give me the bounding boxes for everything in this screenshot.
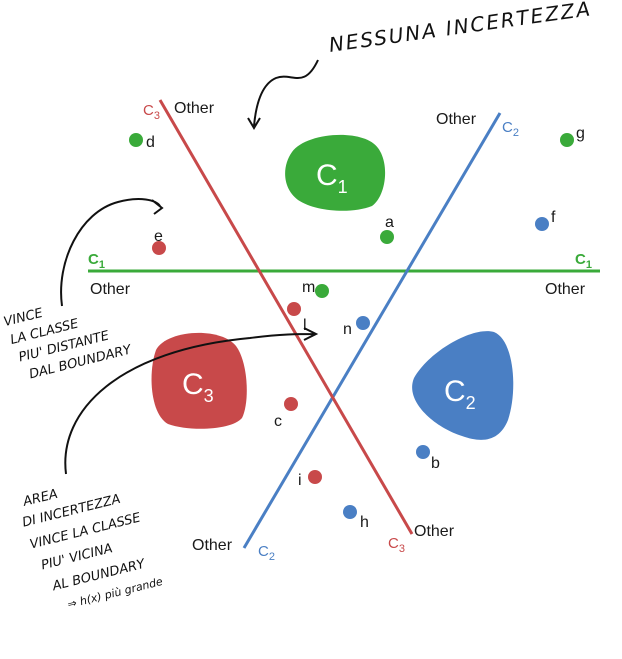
point-i-label: i — [298, 472, 302, 489]
point-h-marker — [343, 505, 357, 519]
class-c3-label: C3 — [182, 368, 214, 406]
point-l-marker — [287, 302, 301, 316]
point-a-marker — [380, 230, 394, 244]
handwritten-left-arrow — [60, 198, 164, 307]
point-f-label: f — [551, 209, 556, 226]
c3-boundary-label-bottom: C3 — [388, 535, 405, 555]
c3-boundary-label-top: C3 — [143, 102, 160, 122]
point-b-marker — [416, 445, 430, 459]
c2-boundary-label-bottom: C2 — [258, 543, 275, 563]
handwritten-bottom-arrow — [64, 327, 319, 475]
c1-boundary-label-right: C1 — [575, 251, 592, 271]
point-a-label: a — [385, 214, 394, 231]
point-e-label: e — [154, 228, 163, 245]
point-n-label: n — [343, 321, 352, 338]
point-c-marker — [284, 397, 298, 411]
point-m-marker — [315, 284, 329, 298]
svg-text:AREA: AREA — [21, 487, 60, 510]
class-c3-blob — [151, 332, 247, 429]
point-g-marker — [560, 133, 574, 147]
point-f-marker — [535, 217, 549, 231]
class-c2-label: C2 — [444, 375, 476, 413]
point-i-marker — [308, 470, 322, 484]
c3-other-bottom: Other — [414, 523, 455, 540]
c3-other-top: Other — [174, 100, 215, 117]
c1-other-left: Other — [90, 281, 131, 298]
c2-boundary-label-top: C2 — [502, 119, 519, 139]
point-h-label: h — [360, 514, 369, 531]
class-c2-blob — [412, 331, 514, 440]
point-d-label: d — [146, 134, 155, 151]
point-g-label: g — [576, 125, 585, 142]
point-d-marker — [129, 133, 143, 147]
c2-boundary-line — [242, 112, 502, 549]
handwritten-left-note: VINCE LA CLASSE PIU' DISTANTE DAL BOUNDA… — [2, 306, 134, 383]
handwritten-bottom-note: AREA DI INCERTEZZA VINCE LA CLASSE PIU' … — [21, 487, 165, 611]
point-l-label: l — [303, 317, 307, 334]
c1-other-right: Other — [545, 281, 586, 298]
point-b-label: b — [431, 455, 440, 472]
point-n-marker — [356, 316, 370, 330]
c3-boundary-line — [158, 99, 414, 535]
c2-other-top: Other — [436, 111, 477, 128]
point-m-label: m — [302, 279, 315, 296]
handwritten-top-note: NESSUNA INCERTEZZA — [327, 0, 593, 57]
handwritten-top-arrow — [247, 59, 319, 130]
class-c1-blob — [285, 134, 386, 211]
c2-other-bottom: Other — [192, 537, 233, 554]
point-c-label: c — [274, 413, 282, 430]
point-e-marker — [152, 241, 166, 255]
c1-boundary-label-left: C1 — [88, 251, 105, 271]
class-c1-label: C1 — [316, 159, 348, 197]
